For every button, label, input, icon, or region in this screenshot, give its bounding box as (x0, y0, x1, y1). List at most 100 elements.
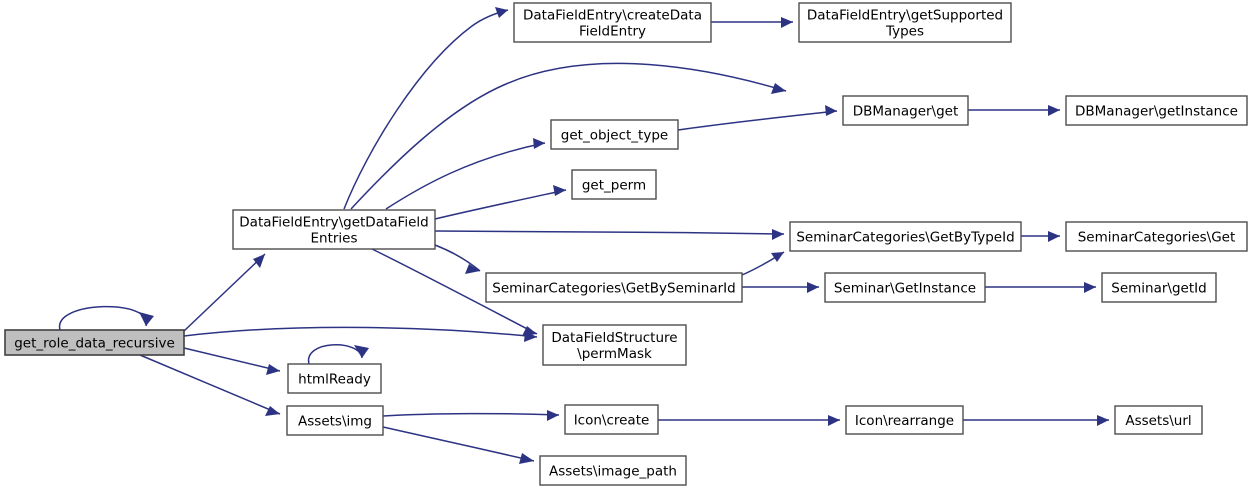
arrowhead-icon (465, 264, 480, 274)
node-label: DataFieldEntry\createData (523, 8, 702, 24)
arrowhead-icon (495, 7, 508, 18)
node-box[interactable] (845, 405, 964, 435)
node-box[interactable] (571, 169, 657, 200)
node-box[interactable] (539, 455, 687, 486)
node-box[interactable] (287, 363, 382, 394)
call-edge-assetsImg-to-iconCreate (382, 412, 560, 417)
graph-node-getPerm[interactable]: get_perm (571, 169, 657, 200)
call-edge-root-to-htmlReady (183, 347, 281, 372)
graph-node-catByTypeId[interactable]: SeminarCategories\GetByTypeId (789, 221, 1022, 252)
node-label: Seminar\GetInstance (834, 281, 976, 297)
graph-node-catBySeminarId[interactable]: SeminarCategories\GetBySeminarId (485, 272, 743, 303)
node-label: Icon\create (574, 413, 650, 429)
call-edge-root-to-root (59, 305, 147, 331)
node-box[interactable] (824, 272, 986, 303)
arrowhead-icon (1084, 282, 1096, 293)
graph-node-assetsImg[interactable]: Assets\img (286, 405, 384, 436)
graph-node-catGet[interactable]: SeminarCategories\Get (1065, 221, 1248, 252)
arrowhead-icon (354, 345, 369, 358)
graph-node-assetsUrl[interactable]: Assets\url (1114, 405, 1203, 435)
graph-node-dbGet[interactable]: DBManager\get (842, 95, 969, 126)
node-label: Icon\rearrange (855, 413, 954, 429)
node-label: Seminar\getId (1111, 281, 1206, 297)
node-box[interactable] (286, 405, 384, 436)
node-label: DBManager\getInstance (1075, 104, 1238, 120)
node-label: DataFieldEntry\getSupported (807, 8, 1003, 24)
graph-node-iconRearrange[interactable]: Icon\rearrange (845, 405, 964, 435)
node-label: SeminarCategories\Get (1078, 230, 1236, 246)
node-box[interactable] (550, 119, 679, 150)
call-edge-root-to-permMask (183, 326, 538, 338)
graph-node-dbGetInstance[interactable]: DBManager\getInstance (1065, 95, 1248, 126)
call-edge-getObjectType-to-dbGet (677, 110, 838, 131)
node-box[interactable] (1101, 272, 1217, 303)
call-edge-getDataField-to-catByTypeId (434, 230, 785, 235)
arrowhead-icon (266, 364, 280, 375)
call-edge-htmlReady-to-htmlReady (308, 344, 363, 365)
call-edge-root-to-getDataField (183, 253, 266, 332)
call-edge-getDataField-to-catBySeminarId (434, 244, 481, 272)
node-box[interactable] (1114, 405, 1203, 435)
graph-node-iconCreate[interactable]: Icon\create (564, 404, 659, 435)
node-box[interactable] (789, 221, 1022, 252)
call-edge-assetsImg-to-assetsImagePath (382, 426, 535, 462)
arrowhead-icon (771, 252, 784, 262)
node-label: get_perm (582, 178, 646, 194)
edges-layer (59, 7, 1109, 464)
arrowhead-icon (828, 415, 840, 426)
node-box[interactable] (4, 329, 185, 356)
call-edge-root-to-assetsImg (139, 354, 281, 415)
arrowhead-icon (1048, 231, 1060, 242)
node-box[interactable] (485, 272, 743, 303)
node-label: Entries (310, 231, 357, 247)
node-label: Assets\url (1125, 413, 1191, 429)
arrowhead-icon (533, 138, 545, 149)
graph-node-permMask[interactable]: DataFieldStructure\permMask (542, 324, 687, 366)
node-box[interactable] (564, 404, 659, 435)
node-box[interactable] (1065, 95, 1248, 126)
arrowhead-icon (265, 406, 280, 416)
graph-node-seminarGetInst[interactable]: Seminar\GetInstance (824, 272, 986, 303)
node-label: SeminarCategories\GetBySeminarId (492, 281, 736, 297)
node-label: Assets\image_path (549, 464, 677, 480)
node-box[interactable] (798, 2, 1012, 43)
call-edge-getDataField-to-createDataField (343, 9, 509, 210)
nodes-layer: get_role_data_recursive DataFieldEntry\ge… (4, 2, 1248, 486)
node-box[interactable] (542, 324, 687, 366)
call-edge-getDataField-to-permMask (371, 248, 538, 335)
arrowhead-icon (547, 410, 559, 421)
node-box[interactable] (513, 2, 712, 43)
call-edge-getDataField-to-getObjectType (385, 142, 546, 210)
node-box[interactable] (232, 209, 436, 250)
node-label: Types (885, 24, 924, 40)
arrowhead-icon (772, 229, 784, 240)
arrowhead-icon (781, 17, 793, 28)
node-box[interactable] (1065, 221, 1248, 252)
node-label: FieldEntry (579, 24, 646, 40)
node-label: DataFieldEntry\getDataField (239, 215, 428, 231)
graph-node-assetsImagePath[interactable]: Assets\image_path (539, 455, 687, 486)
arrowhead-icon (139, 312, 154, 326)
node-label: \permMask (577, 346, 652, 362)
node-label: SeminarCategories\GetByTypeId (796, 230, 1014, 246)
arrowhead-icon (522, 326, 537, 336)
call-edge-getDataField-to-getPerm (434, 189, 567, 220)
arrowhead-icon (253, 254, 265, 268)
arrowhead-icon (519, 453, 534, 464)
arrowhead-icon (825, 105, 837, 116)
node-label: DataFieldStructure (551, 330, 677, 346)
graph-node-seminarGetId[interactable]: Seminar\getId (1101, 272, 1217, 303)
graph-node-htmlReady[interactable]: htmlReady (287, 363, 382, 394)
call-edge-getDataField-to-dbGet (350, 62, 787, 210)
graph-node-getObjectType[interactable]: get_object_type (550, 119, 679, 150)
node-box[interactable] (842, 95, 969, 126)
graph-node-root[interactable]: get_role_data_recursive (4, 329, 185, 356)
node-label: get_object_type (561, 128, 668, 144)
node-label: DBManager\get (853, 104, 959, 120)
arrowhead-icon (771, 83, 786, 94)
